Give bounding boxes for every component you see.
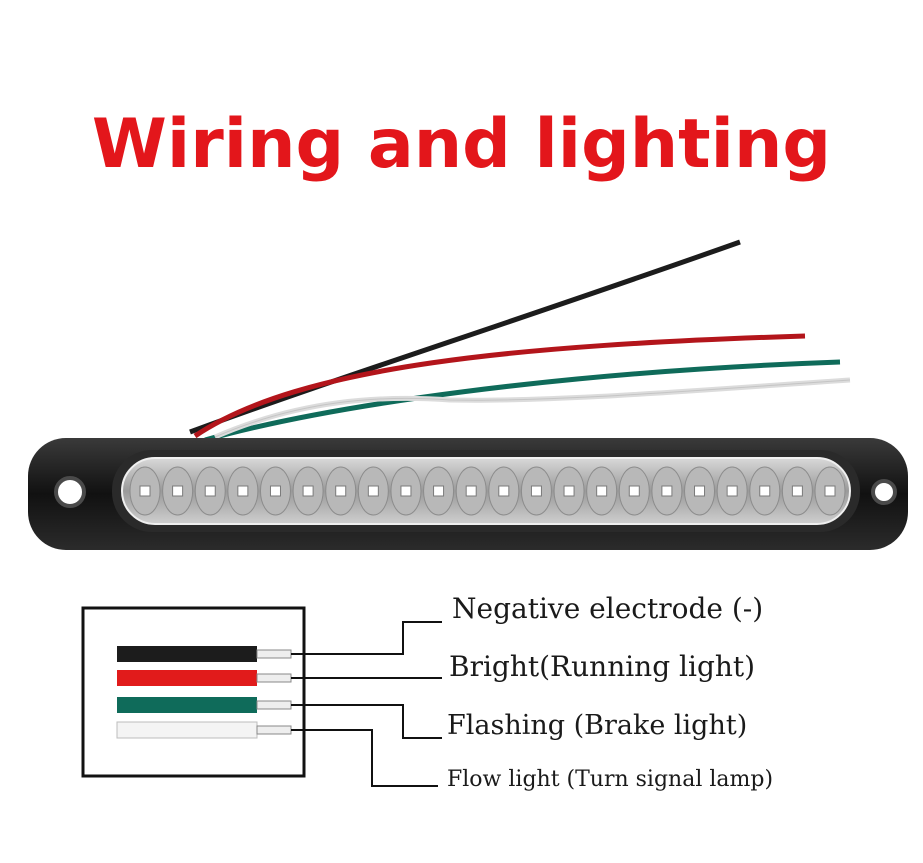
legend-wire-red [117,670,257,686]
red-wire [193,333,806,439]
led-chip [433,485,445,497]
led-chip [465,485,477,497]
legend-wire-black-tip [256,649,292,659]
led-chip [367,485,379,497]
wire-label-flashing: Flashing (Brake light) [447,710,748,741]
led-chip [791,485,803,497]
led-row [129,466,846,516]
legend-wires [116,646,292,739]
led-chip [302,485,314,497]
led-chip [530,485,542,497]
led-chip [759,485,771,497]
green-wire [204,359,841,443]
black-wire [189,239,741,435]
led-chip [694,485,706,497]
led-chip [596,485,608,497]
leader-lines [291,621,442,787]
legend-wire-white [116,721,258,739]
wire-legend-box [81,606,306,778]
led-lamp [28,438,908,550]
led-chip [628,485,640,497]
legend-wire-black [117,646,257,662]
wire-label-flow: Flow light (Turn signal lamp) [447,767,774,792]
legend-wire-red-tip [256,673,292,683]
led-chip [269,485,281,497]
leader-line-flow [291,729,438,787]
page-title: Wiring and lighting [91,105,832,184]
led-chip [204,485,216,497]
legend-wire-green [117,697,257,713]
led-chip [139,485,151,497]
mount-hole-left [54,476,86,508]
led-chip [237,485,249,497]
led-chip [726,485,738,497]
legend-wire-green-tip [256,700,292,710]
led-chip [400,485,412,497]
mount-hole-right [871,479,897,505]
leader-line-flashing [291,704,442,739]
wire-label-negative: Negative electrode (-) [452,592,764,625]
legend-wire-white-tip [256,725,292,735]
led-chip [172,485,184,497]
wire-label-bright: Bright(Running light) [449,650,756,683]
white-wire-outline [214,379,851,438]
led-chip [661,485,673,497]
led-chip [335,485,347,497]
led-chip [498,485,510,497]
leader-line-negative [291,621,442,655]
led-chip [563,485,575,497]
lamp-wires [189,239,851,443]
led-chip [824,485,836,497]
